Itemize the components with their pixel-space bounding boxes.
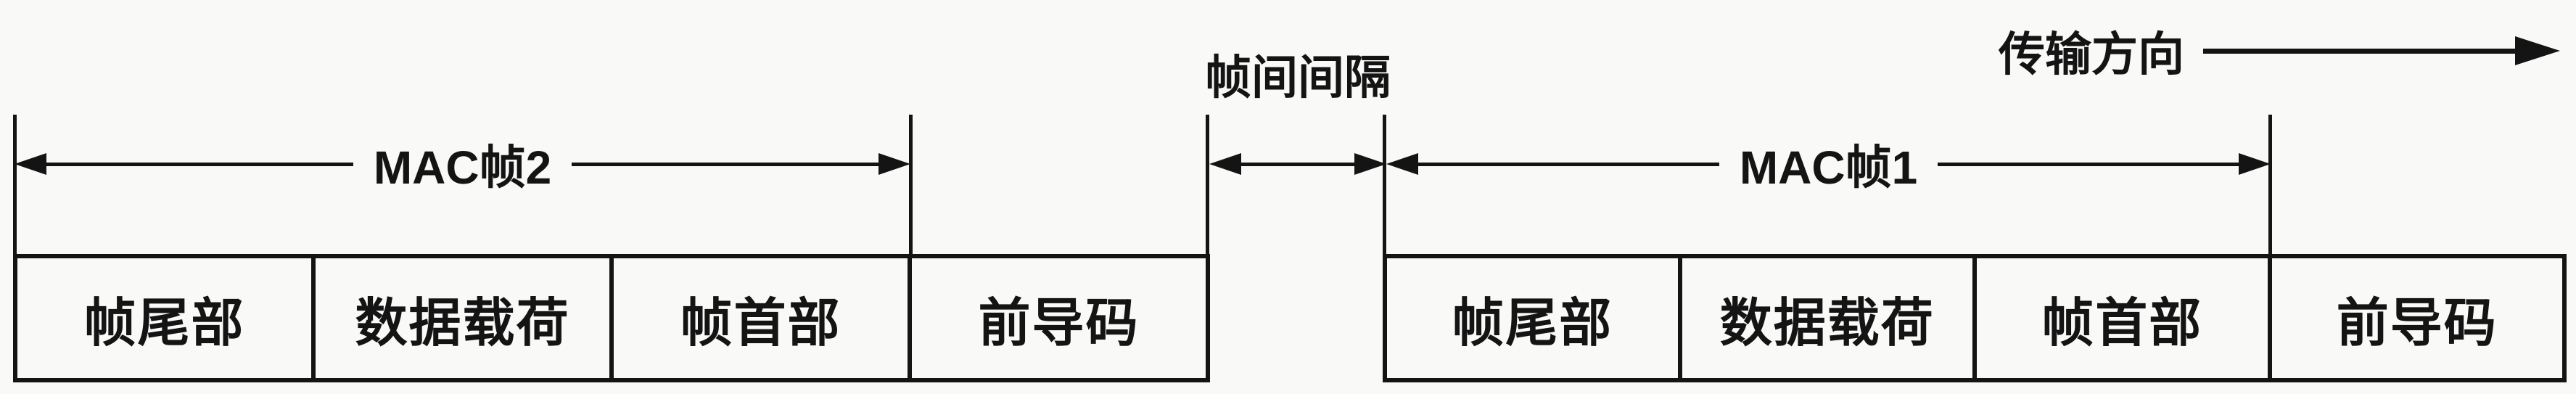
transmission-direction: 传输方向 xyxy=(1999,17,2560,84)
mac-frame2-box: 帧尾部 数据载荷 帧首部 前导码 xyxy=(13,254,1210,382)
mac-frame2-extent-arrow: MAC帧2 xyxy=(15,141,910,194)
mac-frame2-label: MAC帧2 xyxy=(373,141,552,194)
arrow-shaft xyxy=(2203,48,2515,54)
frame1-cell-tail: 帧尾部 xyxy=(1452,295,1613,353)
arrowhead-right-icon xyxy=(1354,153,1386,175)
arrowhead-left-icon xyxy=(1209,153,1241,175)
tick-gap-start xyxy=(1206,115,1209,257)
frame2-cell-preamble: 前导码 xyxy=(908,258,1206,378)
tick-frame2-start xyxy=(13,115,17,257)
mac-frame1-box: 帧尾部 数据载荷 帧首部 前导码 xyxy=(1383,254,2567,382)
frame1-cell-payload: 数据载荷 xyxy=(1677,258,1973,378)
tick-frame2-end xyxy=(909,115,913,257)
frame2-cell-tail: 帧尾部 xyxy=(83,295,245,353)
arrow-head xyxy=(2515,36,2560,65)
transmission-direction-label: 传输方向 xyxy=(1999,28,2184,81)
arrowhead-left-icon xyxy=(1386,153,1418,175)
arrowhead-left-icon xyxy=(15,153,46,175)
mac-frame1-label: MAC帧1 xyxy=(1739,141,1918,194)
interframe-gap-label: 帧间间隔 xyxy=(1205,52,1391,104)
tick-gap-end xyxy=(1383,115,1386,257)
frame1-cell-preamble: 前导码 xyxy=(2267,258,2563,378)
interframe-gap-arrow xyxy=(1209,146,1386,182)
tick-frame1-end xyxy=(2268,115,2272,257)
transmission-direction-arrow-icon xyxy=(2203,36,2560,65)
arrowhead-right-icon xyxy=(878,153,910,175)
arrowhead-right-icon xyxy=(2239,153,2271,175)
mac-frame1-extent-arrow: MAC帧1 xyxy=(1386,141,2271,194)
frame2-cell-payload: 数据载荷 xyxy=(311,258,609,378)
frame1-cell-header: 帧首部 xyxy=(1972,258,2268,378)
frame2-cell-header: 帧首部 xyxy=(609,258,908,378)
